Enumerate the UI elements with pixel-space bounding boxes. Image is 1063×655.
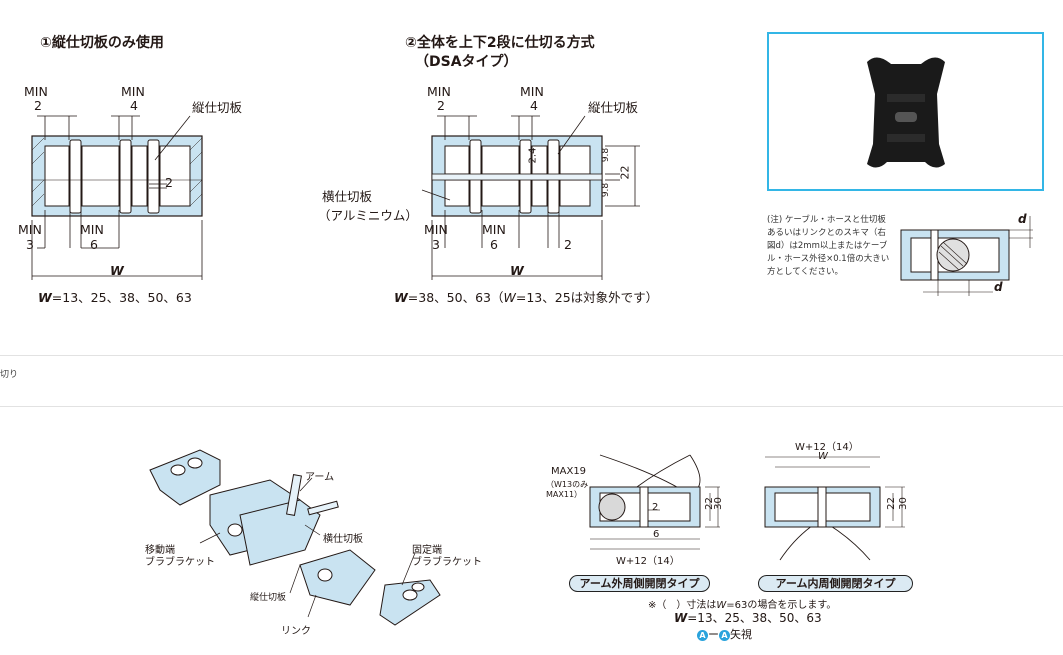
s1-w-values: W=13、25、38、50、63 — [38, 290, 192, 305]
label-fixed-end-sub: ブラブラケット — [412, 557, 482, 568]
circle-a-icon-2: A — [719, 629, 730, 641]
s2-dim-22: 22 — [618, 165, 632, 180]
divider-bottom — [0, 406, 1063, 407]
section1-title: ①縦仕切板のみ使用 — [40, 35, 164, 51]
label-arm: アーム — [305, 472, 335, 483]
s1-min-top-left: MIN — [24, 84, 48, 99]
s4-dim-30b: 30 — [897, 497, 909, 510]
s2-dim-98a: 9.8 — [601, 147, 612, 163]
s1-dim-2: 2 — [34, 98, 42, 113]
clearance-note: (注) ケーブル・ホースと仕切板あるいはリンクとのスキマ（右図d）は2mm以上ま… — [767, 215, 890, 277]
label-fixed-end: 固定端 — [412, 545, 442, 556]
s2-width-label: W — [510, 263, 524, 278]
s2-dim-3: 3 — [432, 237, 440, 252]
s1-min-bottom-mid: MIN — [80, 222, 104, 237]
s1-partition-label: 縦仕切板 — [192, 100, 243, 115]
partition-plate-image — [867, 57, 945, 168]
product-photo-frame — [767, 32, 1044, 191]
divider-top — [0, 355, 1063, 356]
s4-max19: MAX19 — [551, 466, 587, 477]
s4-dim-30a: 30 — [712, 497, 724, 510]
section1-drawing — [31, 115, 203, 280]
exploded-assembly — [149, 449, 441, 626]
s4-w-values: W=13、25、38、50、63 — [674, 611, 822, 625]
label-moving-end-sub: ブラブラケット — [145, 557, 215, 568]
s2-horizontal-sub: （アルミニウム） — [318, 208, 418, 223]
s1-dim-4: 4 — [130, 98, 138, 113]
s2-partition-label: 縦仕切板 — [588, 100, 639, 115]
s2-dim-2: 2 — [437, 98, 445, 113]
cross-section-drawings — [589, 454, 905, 561]
s1-dim-6: 6 — [90, 237, 98, 252]
label-moving-end: 移動端 — [145, 545, 175, 556]
s4-dim-22b: 22 — [885, 497, 897, 510]
badge-inner-open: アーム内周側開閉タイプ — [758, 575, 913, 592]
s2-dim-98b: 9.8 — [601, 182, 612, 198]
s2-min-top-right: MIN — [520, 84, 544, 99]
s1-min-top-right: MIN — [121, 84, 145, 99]
s1-dim-3: 3 — [26, 237, 34, 252]
s2-horizontal-label: 横仕切板 — [322, 189, 373, 204]
label-horizontal: 横仕切板 — [323, 534, 363, 545]
circle-a-icon: A — [697, 629, 708, 641]
section2-subtitle: （DSAタイプ） — [415, 54, 518, 70]
clearance-d-label-1: d — [1018, 212, 1027, 226]
clearance-diagram — [900, 216, 1033, 296]
s2-min-bottom-left: MIN — [424, 222, 448, 237]
clearance-d-label-2: d — [994, 280, 1003, 294]
badge-outer-open: アーム外周側開閉タイプ — [569, 575, 710, 592]
s2-dim-6: 6 — [490, 237, 498, 252]
s4-dim-6: 6 — [653, 529, 660, 540]
section2-drawing — [421, 115, 640, 280]
s4-w13-line2: MAX11） — [546, 490, 583, 499]
label-vertical: 縦仕切板 — [250, 593, 287, 603]
side-text: 切り — [0, 370, 19, 380]
s4-w12-a: W+12（14） — [616, 556, 680, 567]
s4-dim-2: 2 — [652, 502, 659, 513]
s2-dim-24: 2.4 — [527, 147, 539, 164]
s1-min-bottom-left: MIN — [18, 222, 42, 237]
s2-min-top-left: MIN — [427, 84, 451, 99]
s2-min-bottom-mid: MIN — [482, 222, 506, 237]
s1-gap-2: 2 — [165, 175, 173, 190]
s2-dim-gap-2: 2 — [564, 237, 572, 252]
s4-note: ※（ ）寸法はW=63の場合を示します。 — [648, 600, 837, 611]
s4-w12-b: W+12（14） — [795, 442, 859, 453]
s2-dim-4: 4 — [530, 98, 538, 113]
section2-title: ②全体を上下2段に仕切る方式 — [405, 35, 595, 51]
label-link: リンク — [281, 626, 311, 637]
s4-w13-line1: （W13のみ — [546, 480, 589, 489]
s2-w-values: W=38、50、63（W=13、25は対象外です） — [394, 290, 659, 305]
s1-width-label: W — [110, 263, 124, 278]
s4-w-b: W — [818, 451, 828, 462]
